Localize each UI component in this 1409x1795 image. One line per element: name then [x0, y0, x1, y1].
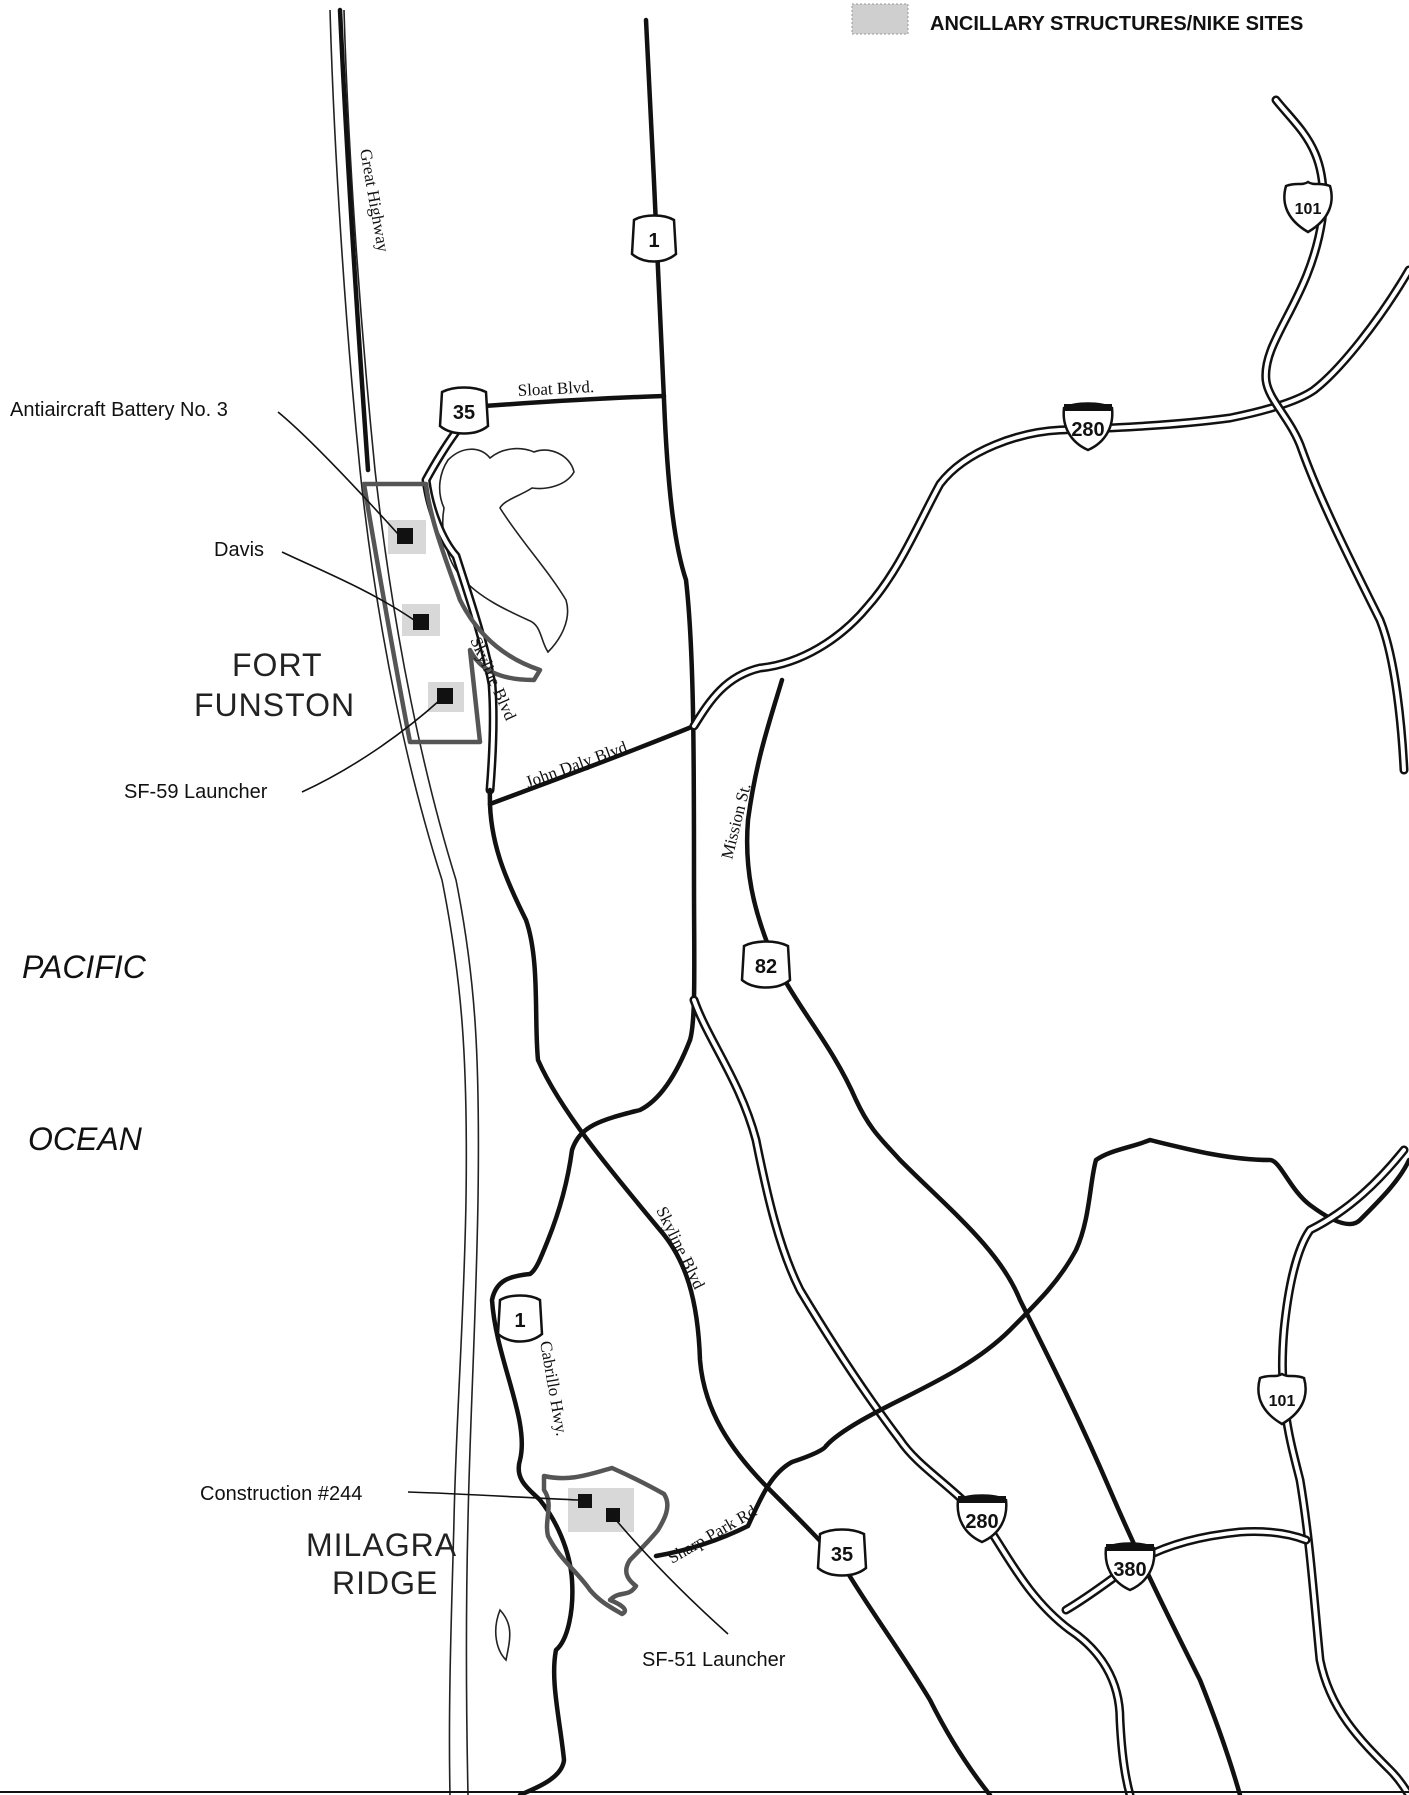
fort-funston-boundary — [361, 481, 543, 745]
area-label-milagra: MILAGRA — [306, 1527, 457, 1563]
shield-sr35-south: 35 — [816, 1528, 868, 1577]
area-label-fort: FORT — [232, 647, 323, 683]
callout-sf59-launcher: SF-59 Launcher — [124, 781, 268, 803]
road-east-connector — [823, 1137, 1409, 1449]
callout-construction-244: Construction #244 — [200, 1483, 362, 1505]
svg-text:280: 280 — [965, 1511, 998, 1533]
lake-outline — [438, 447, 575, 654]
road-mission-st — [744, 677, 1243, 1795]
milagra-ridge-boundary — [541, 1465, 670, 1617]
shield-sr1-south: 1 — [496, 1294, 544, 1343]
street-label-skyline-south: Skyline Blvd — [652, 1203, 708, 1292]
shield-us101-north: 101 — [1283, 180, 1333, 234]
water-label-ocean: OCEAN — [28, 1121, 143, 1157]
svg-text:35: 35 — [831, 1544, 853, 1566]
site-sf59-launcher — [437, 688, 453, 704]
street-label-sharp-park: Sharp Park Rd — [665, 1501, 761, 1567]
water-label-pacific: PACIFIC — [22, 949, 147, 985]
shield-i380: 380 — [1104, 1542, 1156, 1592]
area-label-funston: FUNSTON — [194, 687, 355, 723]
site-sf51-launcher — [606, 1508, 620, 1522]
road-i280-south — [689, 995, 1135, 1795]
coastline — [329, 9, 511, 1795]
svg-text:101: 101 — [1295, 201, 1322, 218]
street-label-john-daly: John Daly Blvd. — [523, 736, 634, 792]
shield-sr1-north: 1 — [630, 214, 678, 263]
street-label-sloat: Sloat Blvd. — [517, 377, 594, 400]
site-antiaircraft-battery — [397, 528, 413, 544]
legend-swatch — [851, 3, 909, 35]
svg-text:280: 280 — [1071, 419, 1104, 441]
map-legend: ANCILLARY STRUCTURES/NIKE SITES — [851, 3, 1303, 35]
road-skyline-south — [487, 787, 993, 1795]
shield-us101-south: 101 — [1257, 1372, 1307, 1426]
svg-text:101: 101 — [1269, 1393, 1296, 1410]
svg-text:82: 82 — [755, 956, 777, 978]
leader-lines — [277, 411, 729, 1635]
street-label-great-highway: Great Highway — [356, 147, 393, 254]
svg-text:380: 380 — [1113, 1559, 1146, 1581]
site-construction-244 — [578, 1494, 592, 1508]
street-label-cabrillo: Cabrillo Hwy. — [536, 1339, 571, 1437]
area-label-ridge: RIDGE — [332, 1565, 438, 1601]
road-sharp-park — [653, 1443, 829, 1559]
road-sloat-blvd — [481, 393, 667, 409]
road-great-highway — [337, 7, 371, 473]
road-sr1-south — [489, 1037, 693, 1795]
callout-sf51-launcher: SF-51 Launcher — [642, 1649, 786, 1671]
svg-text:1: 1 — [514, 1310, 525, 1332]
svg-text:1: 1 — [648, 230, 659, 252]
callout-antiaircraft-battery: Antiaircraft Battery No. 3 — [10, 399, 228, 421]
road-john-daly — [487, 723, 697, 807]
site-davis — [413, 614, 429, 630]
legend-label: ANCILLARY STRUCTURES/NIKE SITES — [930, 13, 1303, 35]
shield-sr35-north: 35 — [438, 386, 490, 435]
shield-i280-south: 280 — [956, 1494, 1008, 1544]
svg-text:35: 35 — [453, 402, 475, 424]
road-sr1-north — [643, 17, 697, 1043]
shield-sr82: 82 — [740, 940, 792, 989]
shield-i280-north: 280 — [1062, 402, 1114, 452]
callout-davis: Davis — [214, 539, 264, 561]
